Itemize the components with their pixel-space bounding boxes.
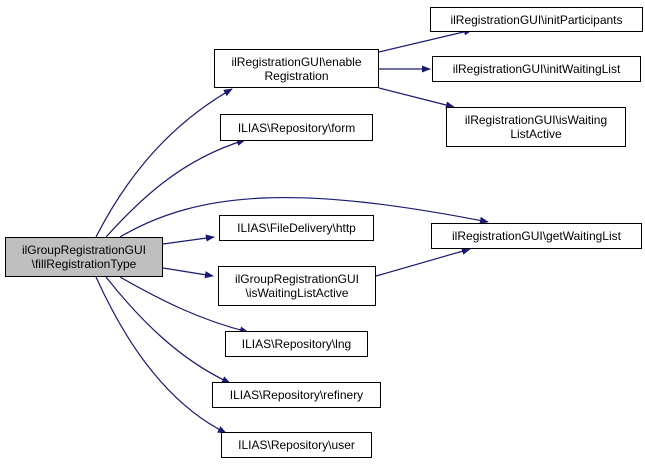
- node-label-line: ILIAS\Repository\form: [237, 120, 356, 135]
- node-label-line: ilRegistrationGUI\initWaitingList: [452, 62, 621, 76]
- node-label-line: \fillRegistrationType: [31, 257, 137, 271]
- edge-root-to-user: [95, 276, 227, 434]
- node-label-line: ILIAS\Repository\user: [238, 438, 355, 452]
- node-refinery[interactable]: ILIAS\Repository\refinery: [212, 382, 381, 408]
- edge-root-to-refinery: [105, 276, 231, 384]
- node-label-line: ilGroupRegistrationGUI: [21, 243, 147, 257]
- node-http[interactable]: ILIAS\FileDelivery\http: [219, 215, 374, 241]
- node-label-line: ilRegistrationGUI\initParticipants: [450, 12, 623, 27]
- node-label-line: ilGroupRegistrationGUI: [234, 272, 360, 286]
- edge-root-to-groupIsWaitingListActive: [162, 267, 214, 279]
- node-init-waiting-list[interactable]: ilRegistrationGUI\initWaitingList: [432, 56, 641, 82]
- edge-enableRegistration-to-regIsWaitingListActive: [378, 87, 455, 109]
- edge-root-to-lng: [119, 276, 249, 334]
- node-label-line: \isWaitingListActive: [245, 286, 349, 300]
- node-form[interactable]: ILIAS\Repository\form: [220, 114, 373, 141]
- node-label-line: ilRegistrationGUI\enable: [231, 54, 362, 69]
- edge-groupIsWaitingListActive-to-getWaitingList: [375, 247, 471, 277]
- node-label-line: ILIAS\Repository\lng: [241, 337, 352, 351]
- edge-root-to-getWaitingList: [119, 196, 489, 238]
- edge-enableRegistration-to-initParticipants: [378, 28, 473, 53]
- node-label-line: Registration: [264, 68, 329, 83]
- node-label-line: ILIAS\FileDelivery\http: [237, 221, 356, 235]
- node-label-line: ilRegistrationGUI\getWaitingList: [452, 229, 621, 243]
- node-root: ilGroupRegistrationGUI\fillRegistrationT…: [5, 237, 163, 277]
- edge-root-to-form: [105, 138, 246, 238]
- edge-root-to-enableRegistration: [95, 88, 233, 238]
- node-label-line: ListActive: [510, 127, 562, 141]
- node-group-is-waiting-list-active[interactable]: ilGroupRegistrationGUI\isWaitingListActi…: [218, 266, 376, 306]
- node-user[interactable]: ILIAS\Repository\user: [221, 432, 372, 458]
- node-init-participants[interactable]: ilRegistrationGUI\initParticipants: [430, 7, 643, 32]
- node-label-line: ILIAS\Repository\refinery: [229, 388, 364, 402]
- edge-root-to-http: [162, 234, 215, 245]
- node-get-waiting-list[interactable]: ilRegistrationGUI\getWaitingList: [431, 223, 642, 249]
- node-label-line: ilRegistrationGUI\isWaiting: [464, 113, 608, 127]
- node-lng[interactable]: ILIAS\Repository\lng: [225, 331, 368, 357]
